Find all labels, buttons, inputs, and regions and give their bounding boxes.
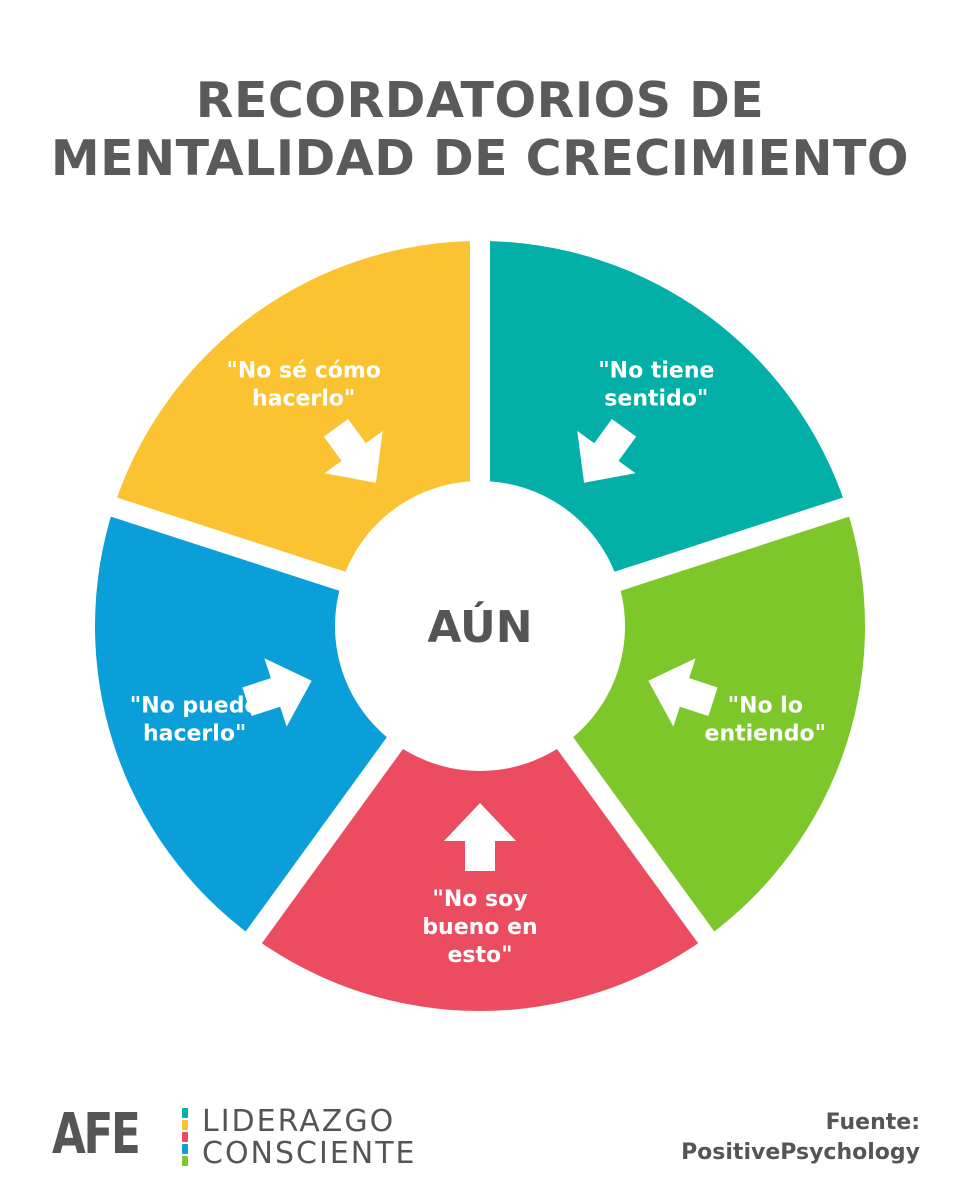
red-arrow-icon (444, 803, 516, 871)
page-title: RECORDATORIOS DE MENTALIDAD DE CRECIMIEN… (0, 72, 960, 188)
center-label: AÚN (427, 600, 532, 653)
brand-name-line-1: LIDERAZGO (202, 1104, 396, 1139)
segment-label-line: hacerlo" (252, 386, 355, 411)
logo-dot (182, 1144, 188, 1154)
segment-label-line: entiendo" (705, 722, 827, 747)
source-credit: Fuente: PositivePsychology (681, 1108, 920, 1168)
center-circle (335, 481, 625, 771)
segment-label-line: "No lo (728, 694, 803, 719)
segment-label-line: "No soy (432, 887, 527, 912)
source-value: PositivePsychology (681, 1140, 920, 1165)
brand-name-line-2: CONSCIENTE (202, 1136, 417, 1171)
segment-label-green: "No lo entiendo" (705, 694, 827, 747)
segment-label-line: bueno en (422, 915, 537, 940)
teal-arrow-icon (577, 418, 637, 483)
segment-label-red: "No soy bueno en esto" (422, 887, 537, 968)
yellow-arrow-icon (323, 418, 383, 483)
segment-label-teal: "No tiene sentido" (598, 358, 714, 411)
segment-label-blue: "No puedo hacerlo" (130, 694, 260, 747)
green-arrow-icon (648, 658, 718, 727)
segment-label-line: "No puedo (130, 694, 260, 719)
segment-label-line: "No sé cómo (226, 358, 381, 383)
source-label: Fuente: (825, 1110, 920, 1135)
segment-label-line: "No tiene (598, 358, 714, 383)
logo-dot (182, 1108, 188, 1118)
blue-arrow-icon (242, 658, 312, 727)
logo-dot (182, 1132, 188, 1142)
logo-dot (182, 1156, 188, 1166)
logo-mark: AFE (52, 1102, 141, 1167)
segment-label-line: hacerlo" (143, 722, 246, 747)
wheel-labels: "No tiene sentido" "No lo entiendo" "No soy b… (130, 358, 826, 968)
title-line-1: RECORDATORIOS DE (195, 72, 765, 129)
segment-label-yellow: "No sé cómo hacerlo" (226, 358, 381, 411)
segment-label-line: sentido" (604, 386, 708, 411)
logo-dots (182, 1108, 188, 1168)
segment-label-line: esto" (447, 943, 512, 968)
wheel-arrows (242, 418, 718, 871)
logo-dot (182, 1120, 188, 1130)
title-line-2: MENTALIDAD DE CRECIMIENTO (50, 130, 910, 187)
